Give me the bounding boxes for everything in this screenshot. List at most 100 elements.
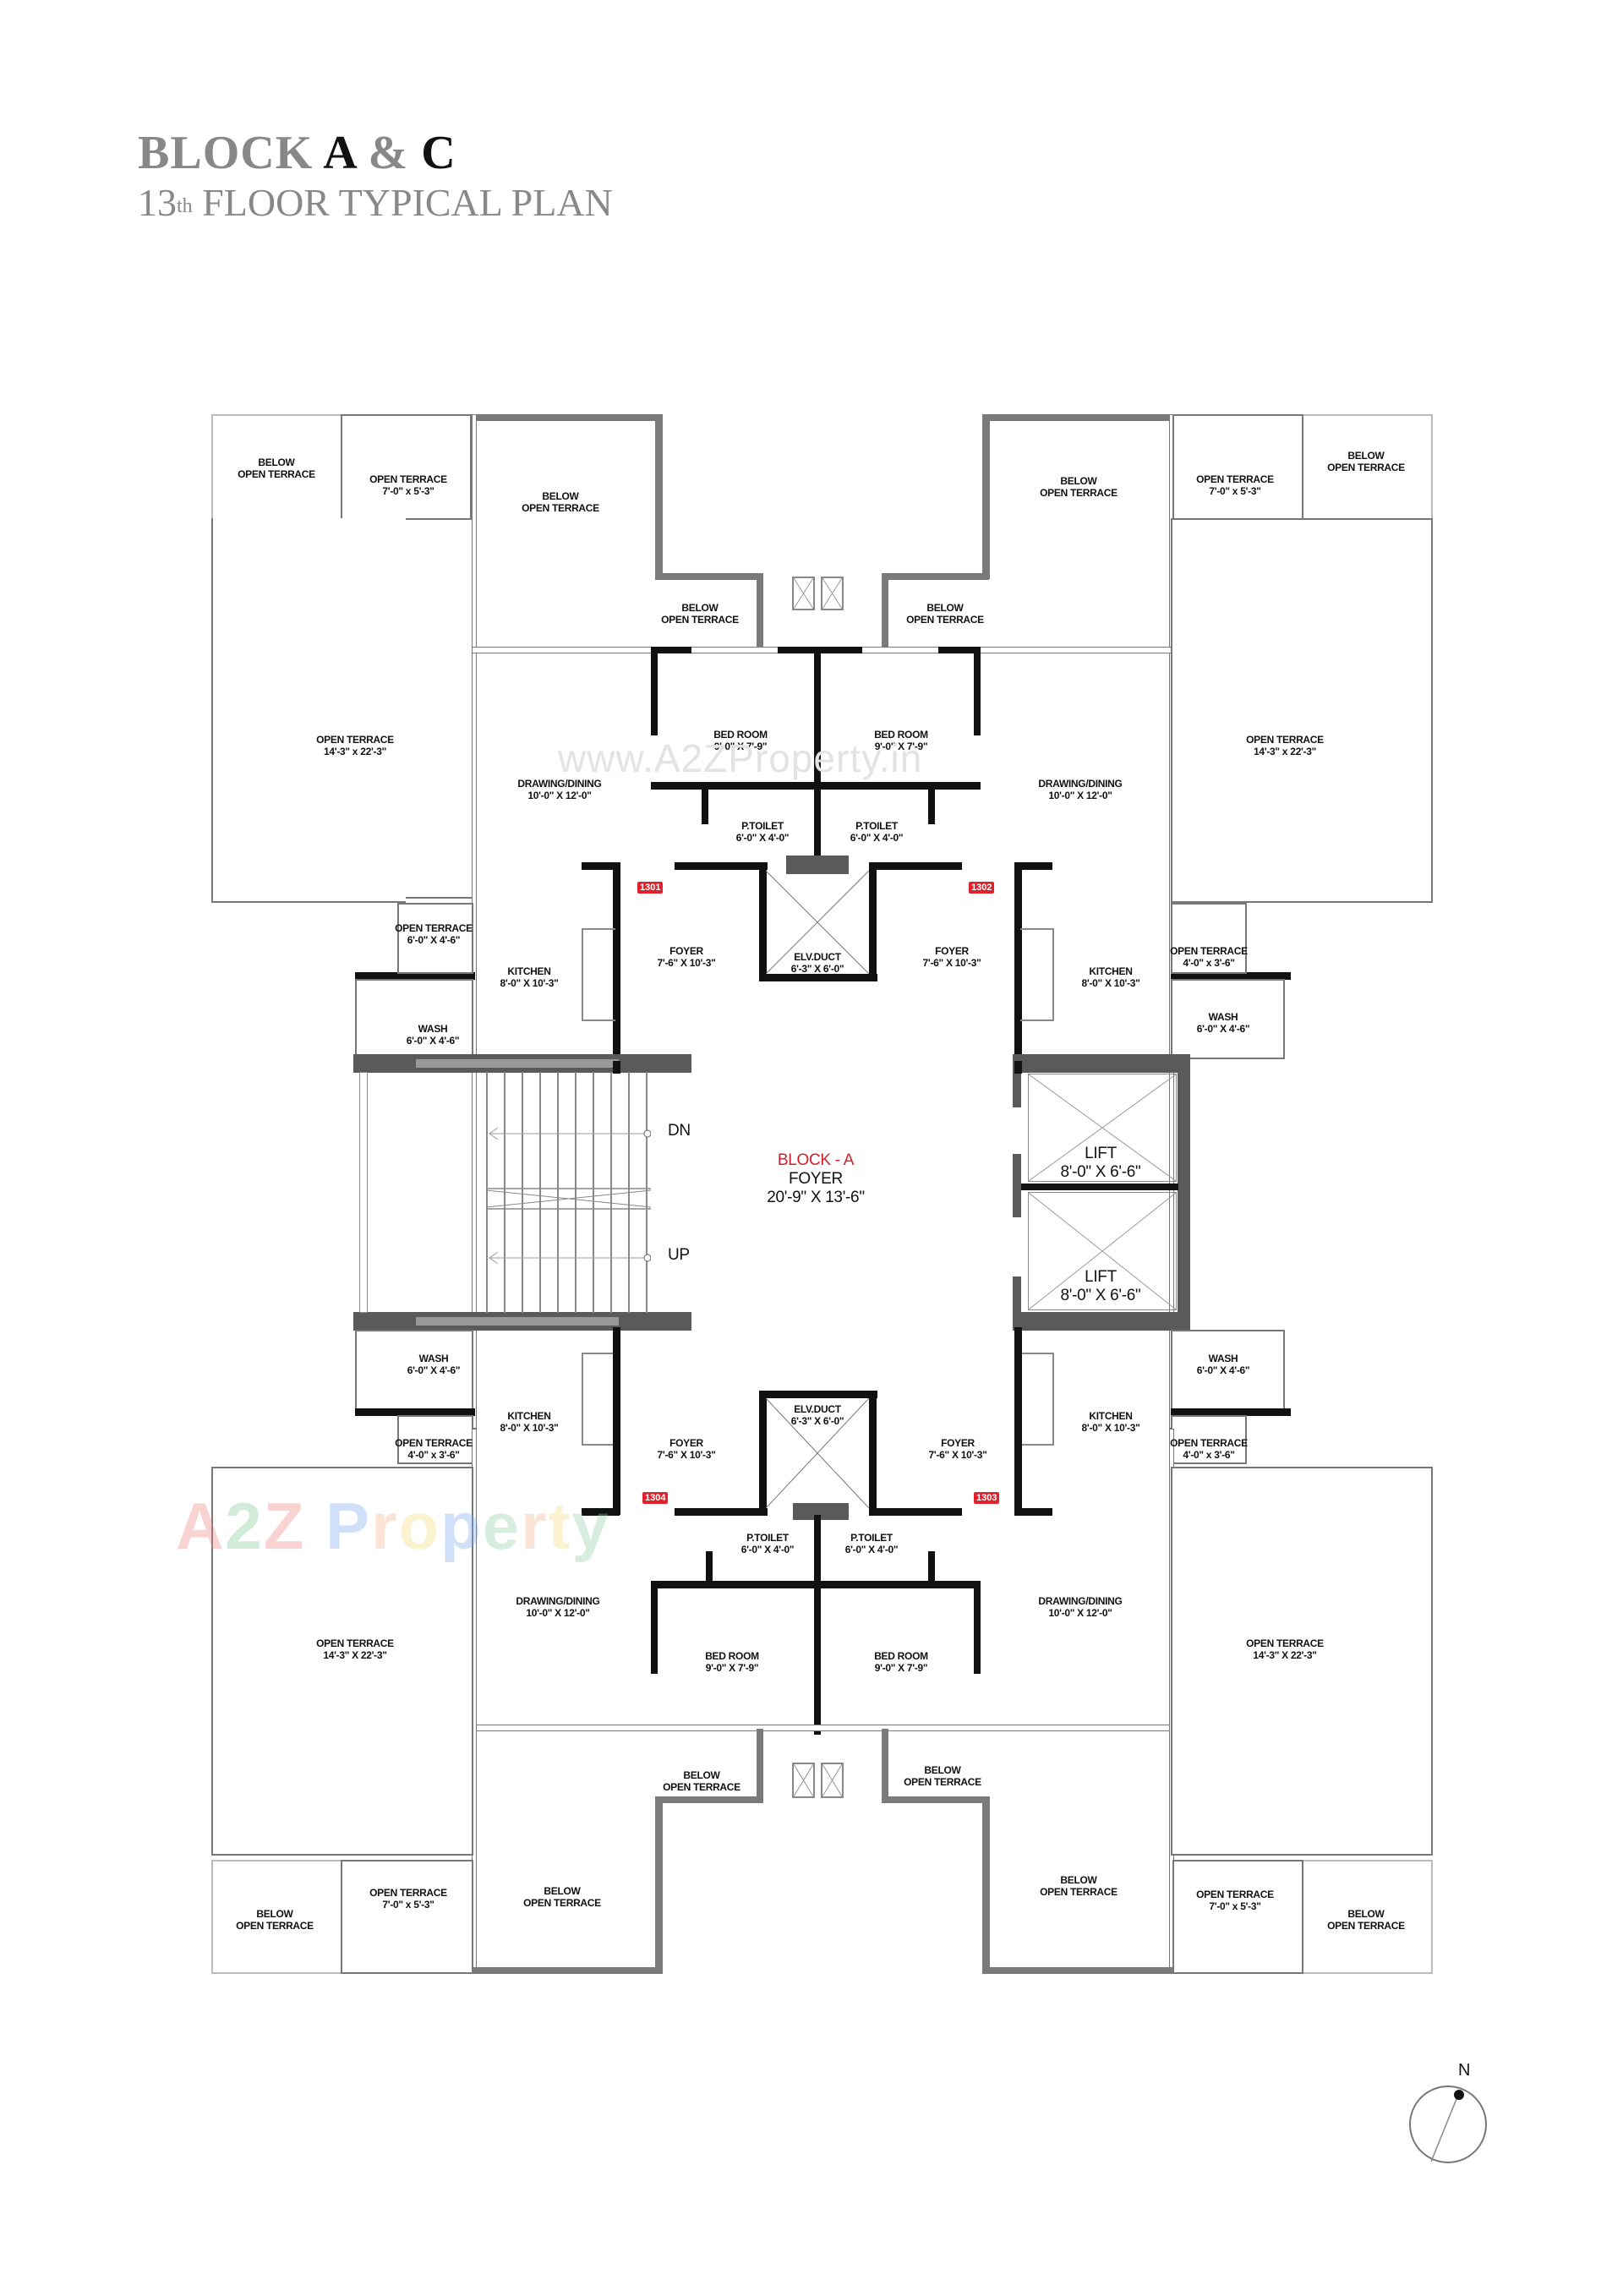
kitchen-counter bbox=[1020, 928, 1054, 1021]
label-line: BELOW bbox=[258, 456, 295, 468]
label-line: BELOW bbox=[256, 1908, 293, 1920]
label-line: OPEN TERRACE bbox=[906, 614, 984, 626]
wall bbox=[974, 1581, 981, 1674]
wall bbox=[814, 1515, 821, 1735]
label-size: 7'-6" X 10'-3" bbox=[657, 957, 716, 969]
wall bbox=[869, 1508, 962, 1516]
wm-char: o bbox=[398, 1489, 441, 1563]
label-line: OPEN TERRACE bbox=[1196, 1889, 1274, 1900]
wm-char: r bbox=[521, 1489, 549, 1563]
label-line: OPEN TERRACE bbox=[1170, 1437, 1248, 1449]
wash-box-tl bbox=[355, 979, 473, 1059]
wall bbox=[1014, 1508, 1052, 1516]
wall bbox=[1014, 862, 1022, 1061]
label-line: OPEN TERRACE bbox=[316, 734, 394, 746]
wall bbox=[757, 573, 763, 653]
label-line: OPEN TERRACE bbox=[663, 1781, 740, 1793]
lift-1-name: LIFT bbox=[1085, 1145, 1117, 1162]
wall bbox=[702, 782, 708, 824]
label-size: 7'-0" x 5'-3" bbox=[1209, 485, 1261, 497]
wm-char: e bbox=[482, 1489, 522, 1563]
wall bbox=[882, 573, 888, 653]
label-line: OPEN TERRACE bbox=[1327, 1920, 1405, 1932]
label-size: 6'-3" X 6'-0" bbox=[790, 1415, 844, 1427]
label-size: 6'-0" X 4'-6" bbox=[407, 1364, 461, 1376]
wall bbox=[869, 1391, 877, 1516]
label-line: BED ROOM bbox=[713, 729, 768, 741]
column bbox=[793, 1503, 849, 1520]
label-line: BELOW bbox=[681, 602, 719, 614]
below-terrace-box-bl bbox=[211, 1860, 342, 1974]
label-size: 6'-0" X 4'-0" bbox=[740, 1544, 795, 1555]
label-line: OPEN TERRACE bbox=[1246, 734, 1324, 746]
wall bbox=[982, 1967, 1172, 1974]
label-line: WASH bbox=[418, 1353, 449, 1364]
label-line: OPEN TERRACE bbox=[522, 502, 599, 514]
wall bbox=[982, 1796, 990, 1974]
label-line: FOYER bbox=[941, 1437, 975, 1449]
wall bbox=[882, 1729, 888, 1803]
shaft-box bbox=[821, 1763, 844, 1798]
wm-char: r bbox=[371, 1489, 399, 1563]
label-size: 6'-0" X 4'-0" bbox=[735, 832, 790, 844]
wall bbox=[869, 862, 877, 981]
lift-2-size: 8'-0" X 6'-6" bbox=[1060, 1287, 1141, 1304]
label-size: 4'-0" x 3'-6" bbox=[1183, 1449, 1235, 1461]
compass-north-label: N bbox=[1458, 2061, 1471, 2080]
lift-separator bbox=[1021, 1184, 1178, 1190]
wm-char: y bbox=[571, 1489, 610, 1563]
label-line: BED ROOM bbox=[874, 1650, 928, 1662]
wall bbox=[472, 414, 662, 421]
wall bbox=[613, 1061, 620, 1074]
wall bbox=[1014, 862, 1052, 870]
wall bbox=[651, 647, 691, 653]
label-size: 9'-0" X 7'-9" bbox=[705, 1662, 759, 1674]
block-label: BLOCK - A bbox=[777, 1151, 855, 1169]
label-size: 7'-0" x 5'-3" bbox=[382, 1899, 434, 1911]
wall bbox=[759, 1391, 767, 1516]
wm-char: Z bbox=[263, 1489, 306, 1563]
wall bbox=[1171, 972, 1291, 980]
wall bbox=[1014, 1327, 1022, 1515]
wm-char: p bbox=[440, 1489, 483, 1563]
label-line: DRAWING/DINING bbox=[1038, 778, 1123, 790]
label-line: P.TOILET bbox=[741, 820, 784, 832]
plan-title: BLOCK A & C 13th FLOOR TYPICAL PLAN bbox=[138, 127, 613, 227]
stair-railing bbox=[359, 1072, 368, 1313]
label-line: P.TOILET bbox=[850, 1532, 893, 1544]
wall bbox=[651, 782, 981, 790]
label-size: 8'-0" X 10'-3" bbox=[500, 977, 559, 989]
label-line: DRAWING/DINING bbox=[517, 778, 602, 790]
wash-box-br bbox=[1171, 1330, 1285, 1410]
wall bbox=[1014, 1061, 1022, 1074]
wall bbox=[759, 974, 877, 981]
label-line: P.TOILET bbox=[855, 820, 898, 832]
core-foyer-label: BLOCK - A FOYER 20'-9" X 13'-6" bbox=[767, 1151, 865, 1207]
label-line: KITCHEN bbox=[1089, 1410, 1133, 1422]
label-size: 6'-0" X 4'-0" bbox=[844, 1544, 899, 1555]
floor-subtitle-text: FLOOR TYPICAL PLAN bbox=[202, 181, 613, 224]
label-line: DRAWING/DINING bbox=[1038, 1595, 1123, 1607]
lift-wall-bottom bbox=[1013, 1312, 1190, 1331]
label-line: ELV.DUCT bbox=[794, 1403, 841, 1415]
label-line: ELV.DUCT bbox=[794, 951, 841, 963]
label-line: WASH bbox=[1208, 1353, 1238, 1364]
unit-badge-1303: 1303 bbox=[974, 1492, 1000, 1504]
wall bbox=[655, 573, 757, 580]
